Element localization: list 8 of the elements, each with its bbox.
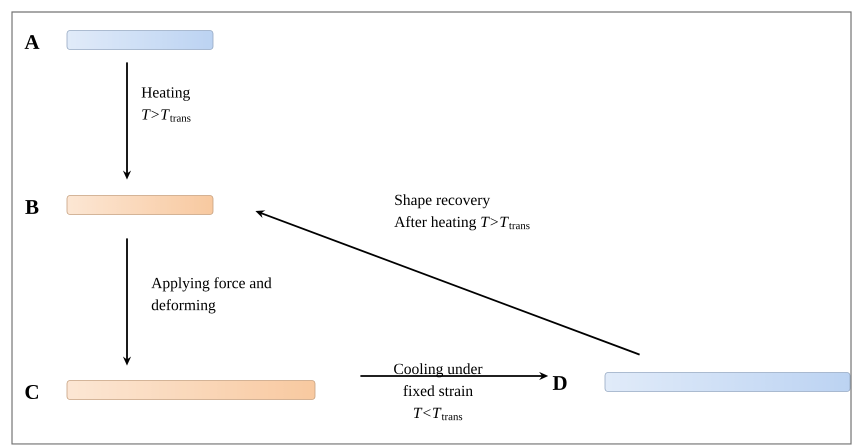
letter-label: B [25,200,38,214]
letter-label: D [552,376,567,390]
letter-label: C [25,384,38,400]
edge-label: Cooling under fixed strain T<T$_{trans}$ [394,363,482,420]
edge-label: Applying force and deforming [151,277,272,314]
edge-label: Shape recovery After heating T>T$_{trans}$ [394,194,530,230]
edge-label: Heating T>T$_{trans}$ [142,87,191,122]
letter-label: A [24,35,40,49]
